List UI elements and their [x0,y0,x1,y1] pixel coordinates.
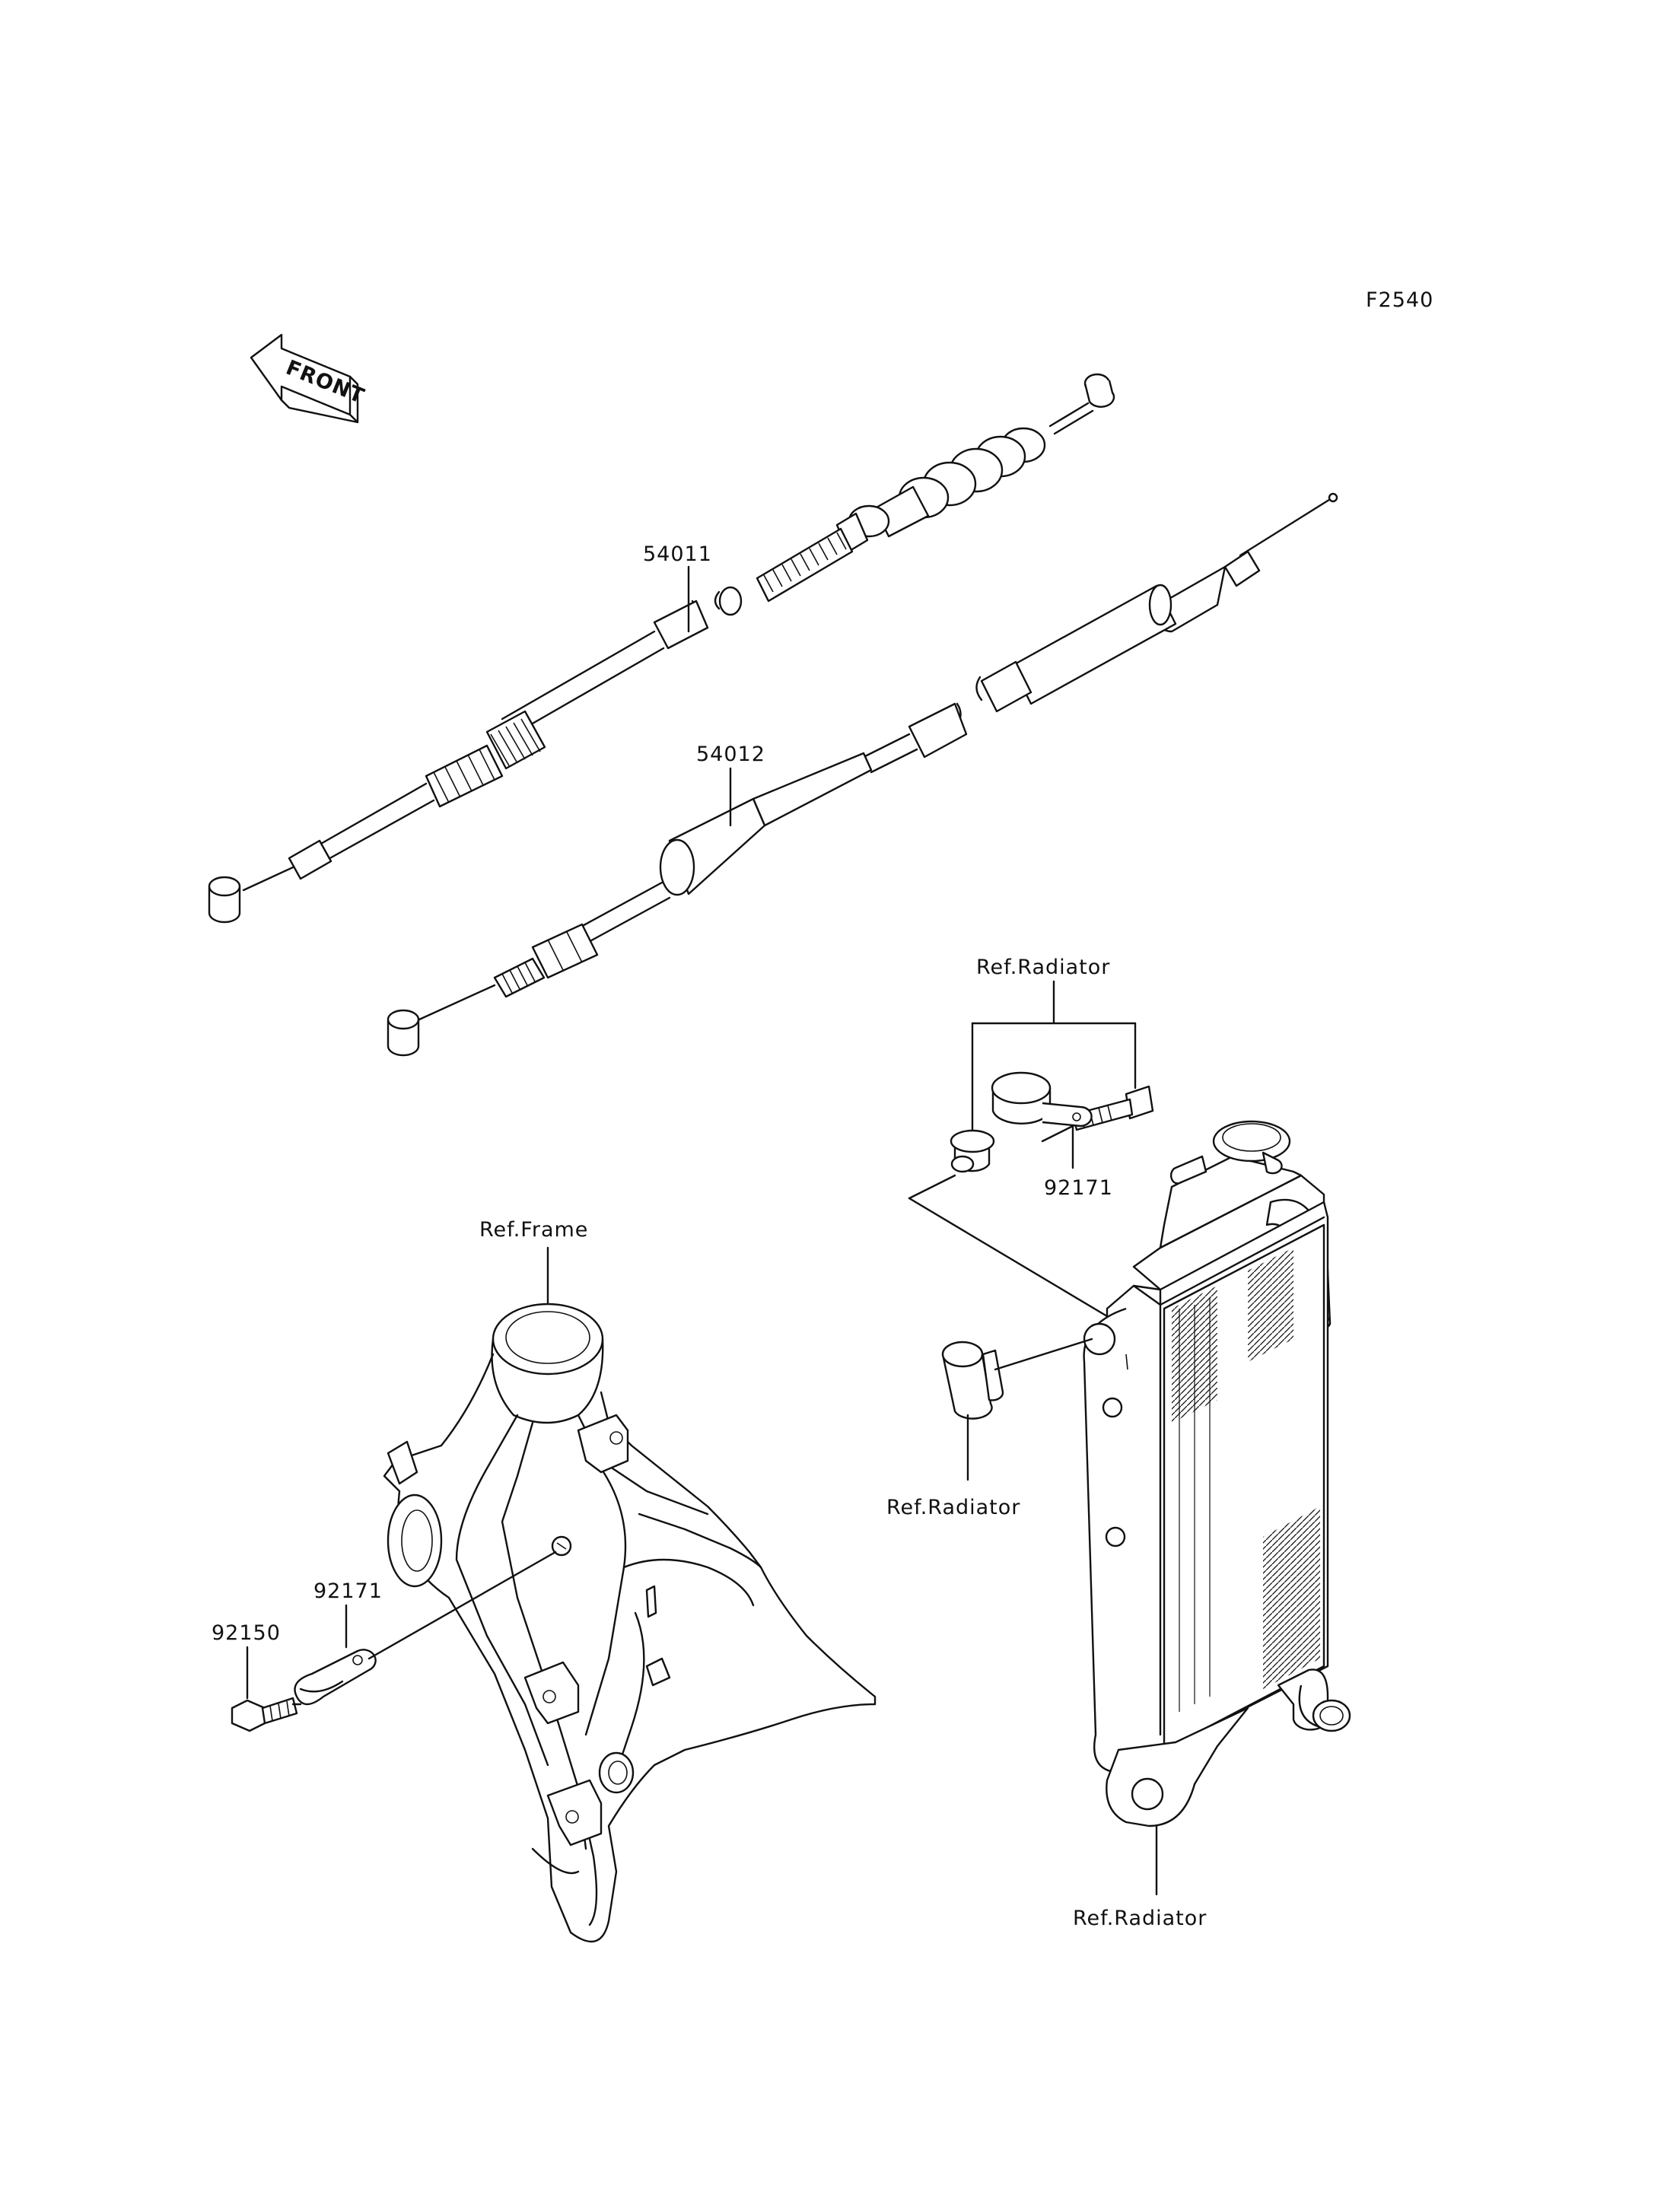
ref-label-radiator-top: Ref.Radiator [976,956,1110,979]
diagram-code: F2540 [1366,288,1433,312]
ref-label-frame: Ref.Frame [479,1218,588,1242]
part-label-92171-left: 92171 [313,1579,383,1603]
collar-icon [950,1129,995,1173]
bolt-left-icon [231,1697,298,1732]
grommet-icon [941,1341,1004,1420]
cable-54012 [387,492,1338,1057]
clamp-icon [991,1071,1093,1128]
part-label-54012: 54012 [696,743,765,766]
ref-label-radiator-grommet: Ref.Radiator [886,1496,1020,1519]
part-label-54011: 54011 [643,542,712,566]
clutch-cable-54011 [208,373,1115,924]
radiator [1083,1120,1351,1827]
ref-label-radiator-bottom: Ref.Radiator [1073,1907,1207,1930]
frame [383,1303,877,1943]
part-label-92171-right: 92171 [1044,1176,1113,1200]
clamp-left-icon [294,1649,377,1706]
front-arrow-icon: FRONT [250,333,368,424]
part-label-92150: 92150 [212,1621,281,1645]
